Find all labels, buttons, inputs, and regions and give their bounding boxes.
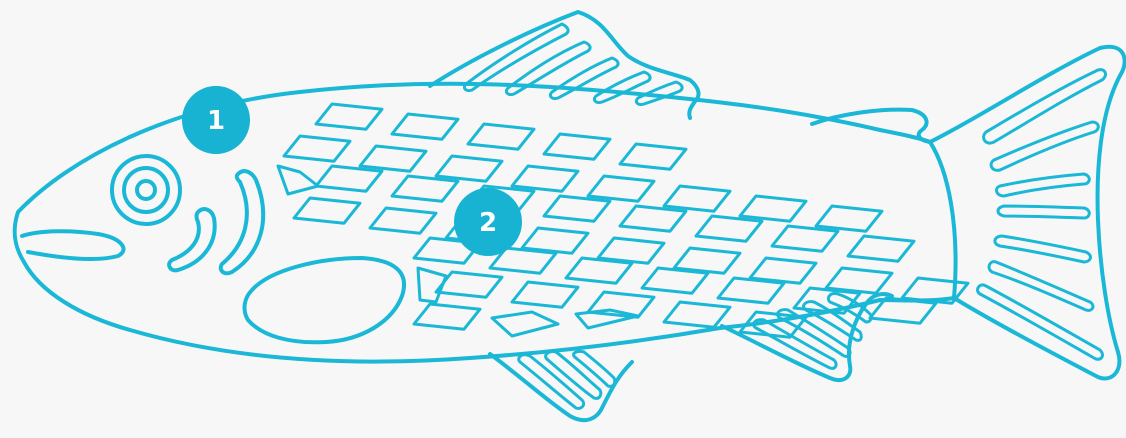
scale [664,302,730,327]
marker-2-label: 2 [479,208,497,238]
marker-1[interactable]: 1 [182,86,250,154]
scale [512,166,578,191]
tail-fin-outline [930,47,1125,379]
dorsal-fin-ray [594,72,650,103]
tail-fin-ray [989,262,1093,311]
scale [544,134,610,159]
pectoral-fin [245,258,405,342]
tail-fin-ray [984,70,1106,143]
marker-1-label: 1 [207,106,225,136]
scale [588,176,654,201]
anal-fin-outline [722,294,892,380]
scale [492,312,558,336]
pelvic-fin-ray [574,351,615,386]
marker-2[interactable]: 2 [454,188,522,256]
fish-mouth [22,231,124,259]
scale [468,124,534,149]
scale [816,206,882,231]
scale [740,196,806,221]
fish-eye [112,156,180,224]
scale [392,176,458,201]
tail-fin-ray [991,122,1098,170]
scale [696,216,762,241]
scale [436,156,502,181]
scale [370,208,436,233]
scale [316,104,382,129]
scale [544,196,610,221]
scale [392,114,458,139]
scale [620,206,686,231]
pelvic-fin [490,351,632,420]
scale [418,268,446,302]
tail-fin-ray [998,206,1089,218]
scale [360,146,426,171]
scale [294,198,360,223]
scale [566,258,632,283]
scale [414,304,480,329]
tail-fin-ray [997,174,1090,196]
gill-arc [169,209,215,270]
scale [642,268,708,293]
scale [512,282,578,307]
scale [718,278,784,303]
scale [772,226,838,251]
scale [278,166,318,194]
scale [848,236,914,261]
dorsal-fin [430,12,698,118]
anal-fin [722,294,892,380]
fish-outline [15,12,1125,420]
scale [284,136,350,161]
scale [664,186,730,211]
scale [620,144,686,169]
tail-fin [930,47,1125,379]
scale [316,166,382,191]
tail-fin-ray [995,236,1091,262]
gill-arc [221,171,263,273]
